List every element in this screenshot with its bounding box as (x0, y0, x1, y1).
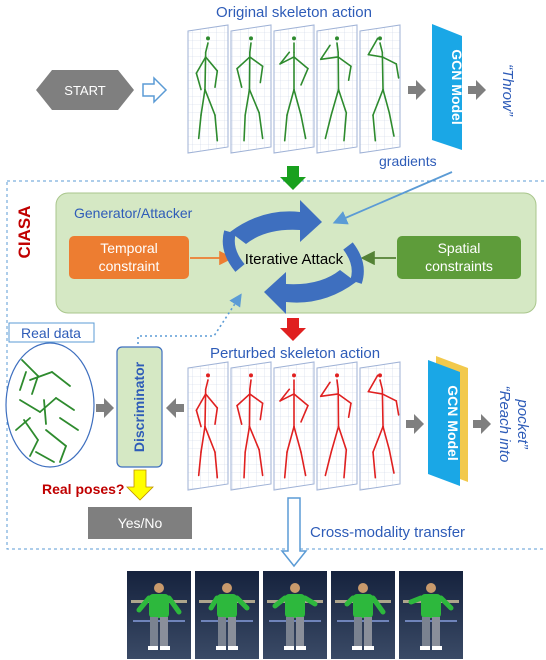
ciasa-container (6, 180, 546, 550)
real-pose-bone (43, 399, 47, 425)
original-skeleton-frame (187, 24, 229, 154)
real-pose-bone (29, 439, 39, 457)
real-pose-bone (23, 419, 39, 441)
rendered-frame (331, 571, 395, 659)
gradients-arrow (332, 171, 453, 225)
spatial-line2: constraints (425, 258, 493, 274)
real-pose-bone (39, 397, 57, 413)
rendered-frame (399, 571, 463, 659)
perturbed-frames (187, 361, 401, 491)
real-data-ellipse (5, 342, 95, 468)
cross-modality-arrow (280, 497, 308, 568)
generator-title: Generator/Attacker (74, 205, 193, 221)
perturbed-skeleton-frame (316, 361, 358, 491)
gcn-model-top-label: GCN Model (449, 49, 465, 124)
arrow-yellow-down (126, 469, 154, 501)
real-pose-bone (55, 397, 75, 411)
real-pose-bone (29, 371, 53, 381)
perturbed-skeleton-frame (187, 361, 229, 491)
arrow-to-gcn-top (408, 80, 426, 100)
arrow-to-gcn-bottom (406, 414, 424, 434)
real-pose-bone (45, 429, 67, 447)
temporal-constraint-box: Temporal constraint (69, 236, 189, 279)
gradients-label: gradients (379, 153, 437, 169)
yes-no-box: Yes/No (88, 507, 192, 539)
real-pose-bone (31, 375, 39, 395)
start-arrow (142, 76, 168, 104)
reach-line2: pocket” (514, 398, 531, 449)
perturbed-skeleton-frame (359, 361, 401, 491)
original-skeleton-frame (316, 24, 358, 154)
perturbed-title: Perturbed skeleton action (210, 345, 380, 362)
discriminator-box: Discriminator (116, 346, 163, 468)
perturbed-skeleton-frame (273, 361, 315, 491)
real-pose-bone (51, 371, 71, 387)
real-poses-label: Real poses? (42, 481, 124, 497)
arrow-to-throw (468, 80, 486, 100)
original-frames (187, 24, 401, 154)
arrow-green-down (280, 166, 306, 190)
rendered-video-frames (127, 571, 463, 659)
iterative-cycle-icon (222, 200, 364, 314)
rendered-frame (127, 571, 191, 659)
real-pose-bone (21, 359, 39, 377)
real-pose-bone (19, 399, 41, 413)
real-data-label: Real data (21, 325, 81, 341)
arrow-perturbed-to-discriminator (166, 398, 184, 418)
generator-panel (55, 192, 537, 314)
rendered-frame (263, 571, 327, 659)
rendered-frame (195, 571, 259, 659)
reach-line1: “Reach into (496, 386, 513, 463)
gcn-model-bottom: GCN Model (428, 356, 468, 486)
spatial-line1: Spatial (438, 240, 481, 256)
ciasa-label: CIASA (15, 206, 34, 259)
original-skeleton-frame (230, 24, 272, 154)
discriminator-label: Discriminator (131, 361, 147, 452)
real-pose-bone (15, 417, 31, 431)
start-node: START (36, 70, 134, 110)
original-skeleton-frame (359, 24, 401, 154)
original-title: Original skeleton action (216, 4, 372, 21)
discriminator-feedback-arrow (137, 293, 242, 344)
temporal-line2: constraint (99, 258, 160, 274)
arrow-red-down (280, 318, 306, 341)
real-pose-bone (35, 451, 55, 463)
temporal-line1: Temporal (100, 240, 158, 256)
yes-no-label: Yes/No (118, 515, 163, 531)
gcn-model-bottom-label: GCN Model (445, 385, 461, 460)
original-skeleton-frame (273, 24, 315, 154)
perturbed-skeleton-frame (230, 361, 272, 491)
iterative-attack-label: Iterative Attack (245, 251, 344, 268)
arrow-real-to-discriminator (96, 398, 114, 418)
arrow-to-reach (473, 414, 491, 434)
real-pose-bone (59, 445, 67, 463)
real-pose-bone (19, 371, 27, 391)
throw-label: “Throw” (499, 64, 516, 117)
cross-modality-label: Cross-modality transfer (310, 524, 465, 541)
real-pose-bone (59, 417, 79, 431)
spatial-constraints-box: Spatial constraints (397, 236, 521, 279)
gcn-model-top: GCN Model (432, 24, 465, 150)
start-label: START (64, 83, 105, 98)
real-data-box (8, 322, 95, 343)
